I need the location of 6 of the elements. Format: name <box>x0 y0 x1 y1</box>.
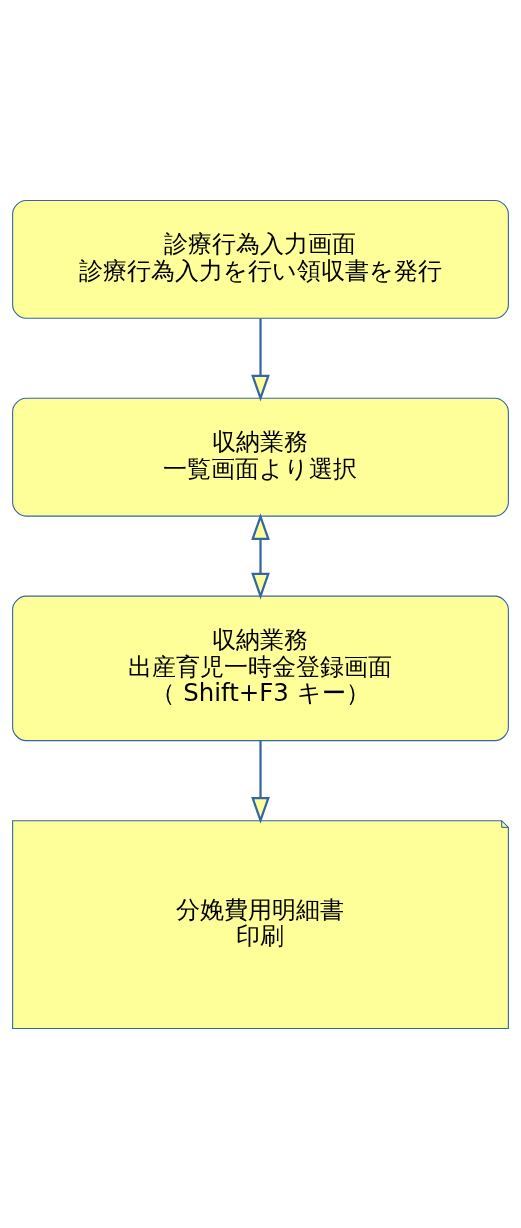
node-box: 収納業務 出産育児一時金登録画面 （ Shift+F3 キー） <box>12 595 509 741</box>
arrow <box>251 740 270 824</box>
arrow <box>251 318 270 402</box>
arrow <box>251 512 270 599</box>
node-box: 診療行為入力画面 診療行為入力を行い領収書を発行 <box>12 199 509 319</box>
node-box: 収納業務 一覧画面より選択 <box>12 397 509 517</box>
